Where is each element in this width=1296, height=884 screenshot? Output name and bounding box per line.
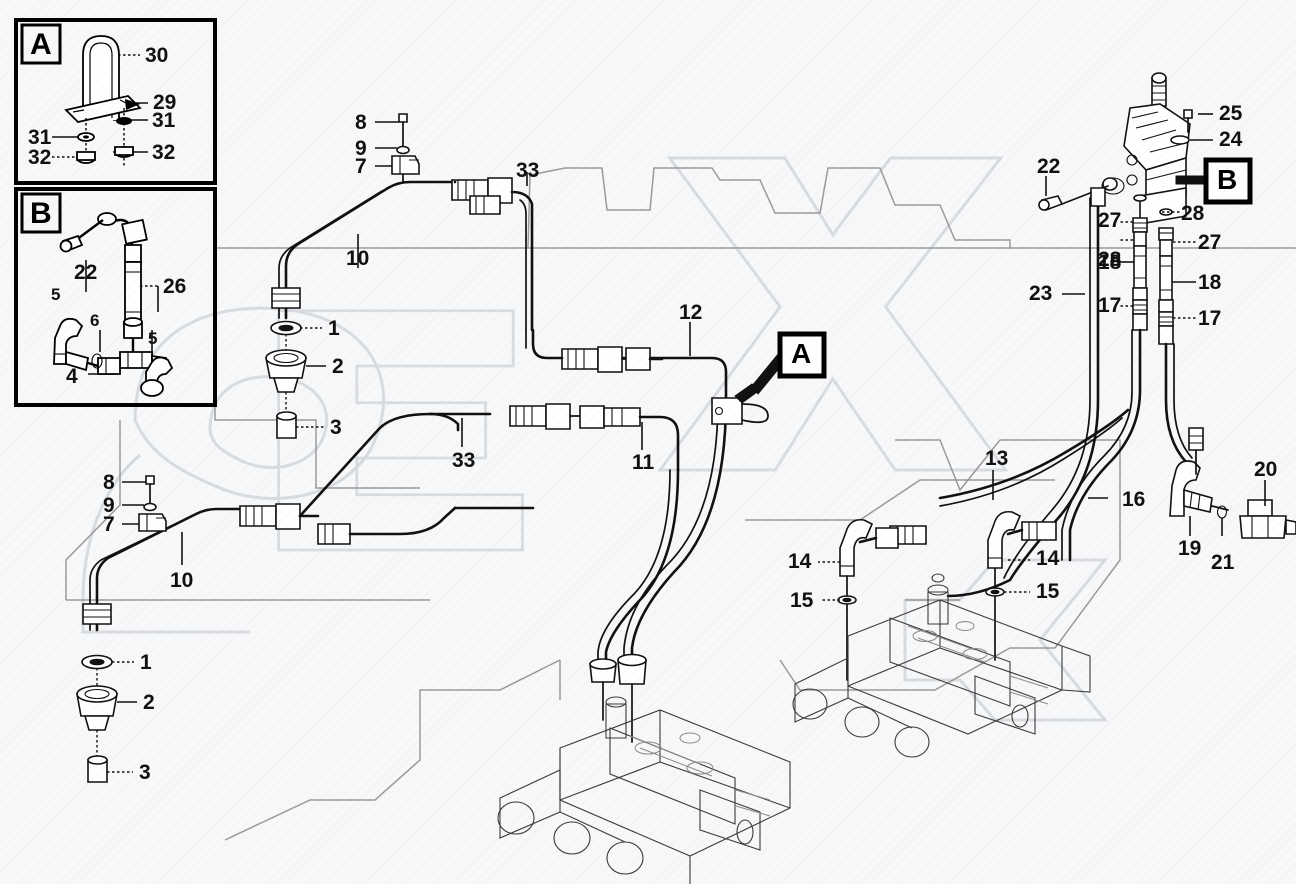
callout-33-center: 33 — [452, 449, 476, 472]
control-valve-block-right — [792, 573, 1091, 758]
callout-9-lower: 9 — [103, 494, 115, 517]
hose-33-center — [298, 180, 680, 670]
callout-2-lower: 2 — [143, 691, 155, 714]
callout-27-left: 27 — [1098, 209, 1122, 232]
callout-11: 11 — [632, 451, 655, 474]
port-assembly-upper — [265, 320, 307, 439]
callout-4: 4 — [66, 365, 78, 388]
callout-13: 13 — [985, 447, 1009, 470]
elbow-14-left — [837, 518, 874, 681]
callout-3-lower: 3 — [139, 761, 151, 784]
fitting-19-20-21 — [1169, 427, 1296, 539]
callout-1-upper: 1 — [328, 317, 340, 340]
machine-silhouette — [65, 167, 1296, 841]
callout-10-lower: 10 — [170, 569, 194, 592]
callout-19: 19 — [1178, 537, 1202, 560]
callout-22-panelb: 22 — [74, 261, 98, 284]
callout-28-right: 28 — [1181, 202, 1205, 225]
detail-panel-b-letter: B — [30, 197, 52, 230]
callout-23: 23 — [1029, 282, 1053, 305]
joystick-assembly — [1038, 72, 1207, 225]
leader-lines — [52, 54, 1266, 773]
elbow-14-right — [985, 510, 1022, 661]
callout-7-upper: 7 — [355, 155, 367, 178]
callout-28-left: 28 — [1098, 248, 1122, 271]
hose-10-upper — [271, 177, 513, 320]
callout-21: 21 — [1211, 551, 1235, 574]
callout-31-right: 31 — [152, 109, 176, 132]
hose-33-upper — [510, 190, 534, 332]
callout-14-right: 14 — [1036, 547, 1060, 570]
callout-15-left: 15 — [790, 589, 814, 612]
callout-8-lower: 8 — [103, 471, 115, 494]
callout-9-upper: 9 — [355, 137, 367, 160]
callout-1-lower: 1 — [140, 651, 152, 674]
callout-32-left: 32 — [28, 146, 52, 169]
control-valve-block-center — [497, 696, 791, 884]
callout-3-upper: 3 — [330, 416, 342, 439]
hose-23 — [1003, 187, 1106, 582]
callout-25: 25 — [1219, 102, 1243, 125]
callout-26: 26 — [163, 275, 187, 298]
callout-10-upper: 10 — [346, 247, 370, 270]
callout-14-left: 14 — [788, 550, 812, 573]
callout-6: 6 — [90, 311, 100, 330]
callout-31-left: 31 — [28, 126, 52, 149]
hose-ends-center — [589, 653, 647, 743]
callout-5-left: 5 — [51, 285, 61, 304]
callout-8-upper: 8 — [355, 111, 367, 134]
callout-16: 16 — [1122, 488, 1146, 511]
callout-30: 30 — [145, 44, 169, 67]
hose-12 — [525, 328, 728, 670]
callout-18-right: 18 — [1198, 271, 1222, 294]
hose-10-lower — [82, 503, 457, 632]
watermark-pex — [81, 156, 1109, 722]
callout-27-right: 27 — [1198, 231, 1222, 254]
callout-33-upper: 33 — [516, 159, 540, 182]
callout-7-lower: 7 — [103, 513, 115, 536]
fastener-group-upper — [391, 113, 420, 183]
callout-letter-a: A — [791, 338, 812, 369]
callout-29: 29 — [153, 91, 177, 114]
callout-17-left: 17 — [1098, 294, 1122, 317]
callout-15-right: 15 — [1036, 580, 1060, 603]
callout-5-right: 5 — [148, 329, 158, 348]
callout-24: 24 — [1219, 128, 1243, 151]
callout-letter-b: B — [1217, 164, 1238, 195]
port-assembly-lower — [76, 654, 118, 783]
hose-13-16 — [858, 408, 1130, 598]
detail-panel-a-letter: A — [30, 28, 52, 61]
callout-17-right: 17 — [1198, 307, 1222, 330]
callout-22-right: 22 — [1037, 155, 1061, 178]
callout-20: 20 — [1254, 458, 1278, 481]
hose-18-27-28-17 — [1061, 194, 1198, 562]
callout-2-upper: 2 — [332, 355, 344, 378]
callout-12: 12 — [679, 301, 703, 324]
callout-32-right: 32 — [152, 141, 176, 164]
fastener-group-lower — [138, 475, 167, 532]
callout-18-left: 18 — [1098, 251, 1122, 274]
